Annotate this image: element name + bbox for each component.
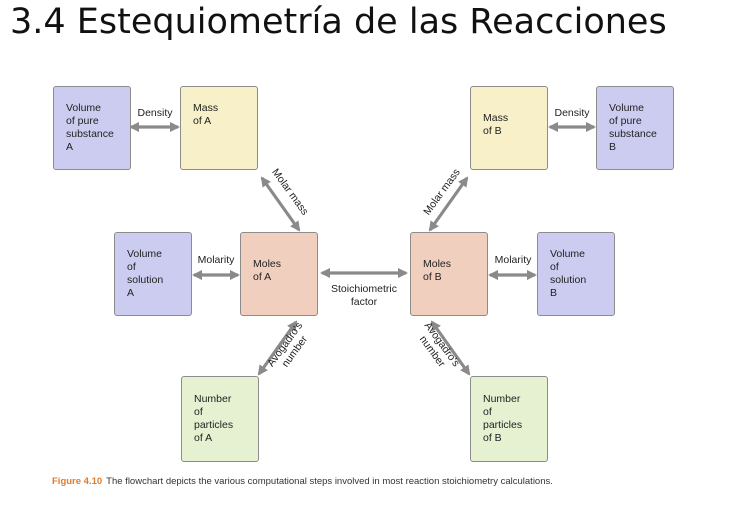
- node-moles-a: Moles of A: [240, 232, 318, 316]
- figure-label: Figure 4.10: [52, 476, 103, 487]
- node-particles-b: Number of particles of B: [470, 376, 548, 462]
- arrow-avogadro-a: [257, 320, 298, 376]
- node-moles-b: Moles of B: [410, 232, 488, 316]
- arrow-avogadro-b: [430, 320, 471, 376]
- caption-text: The flowchart depicts the various comput…: [106, 476, 553, 487]
- arrow-molar-mass-a: [260, 176, 301, 232]
- node-particles-a: Number of particles of A: [181, 376, 259, 462]
- arrow-molar-mass-b: [428, 176, 469, 232]
- slide-title: 3.4 Estequiometría de las Reacciones: [10, 2, 667, 42]
- node-volume-pure-b: Volume of pure substance B: [596, 86, 674, 170]
- label-molarity-b: Molarity: [494, 254, 532, 266]
- label-stoichiometric-factor: Stoichiometric factor: [331, 283, 397, 308]
- node-volume-solution-a: Volume of solution A: [114, 232, 192, 316]
- node-mass-a: Mass of A: [180, 86, 258, 170]
- node-volume-solution-b: Volume of solution B: [537, 232, 615, 316]
- node-volume-pure-a: Volume of pure substance A: [53, 86, 131, 170]
- label-molarity-a: Molarity: [197, 254, 235, 266]
- label-density-a: Density: [137, 107, 173, 119]
- label-density-b: Density: [554, 107, 590, 119]
- node-mass-b: Mass of B: [470, 86, 548, 170]
